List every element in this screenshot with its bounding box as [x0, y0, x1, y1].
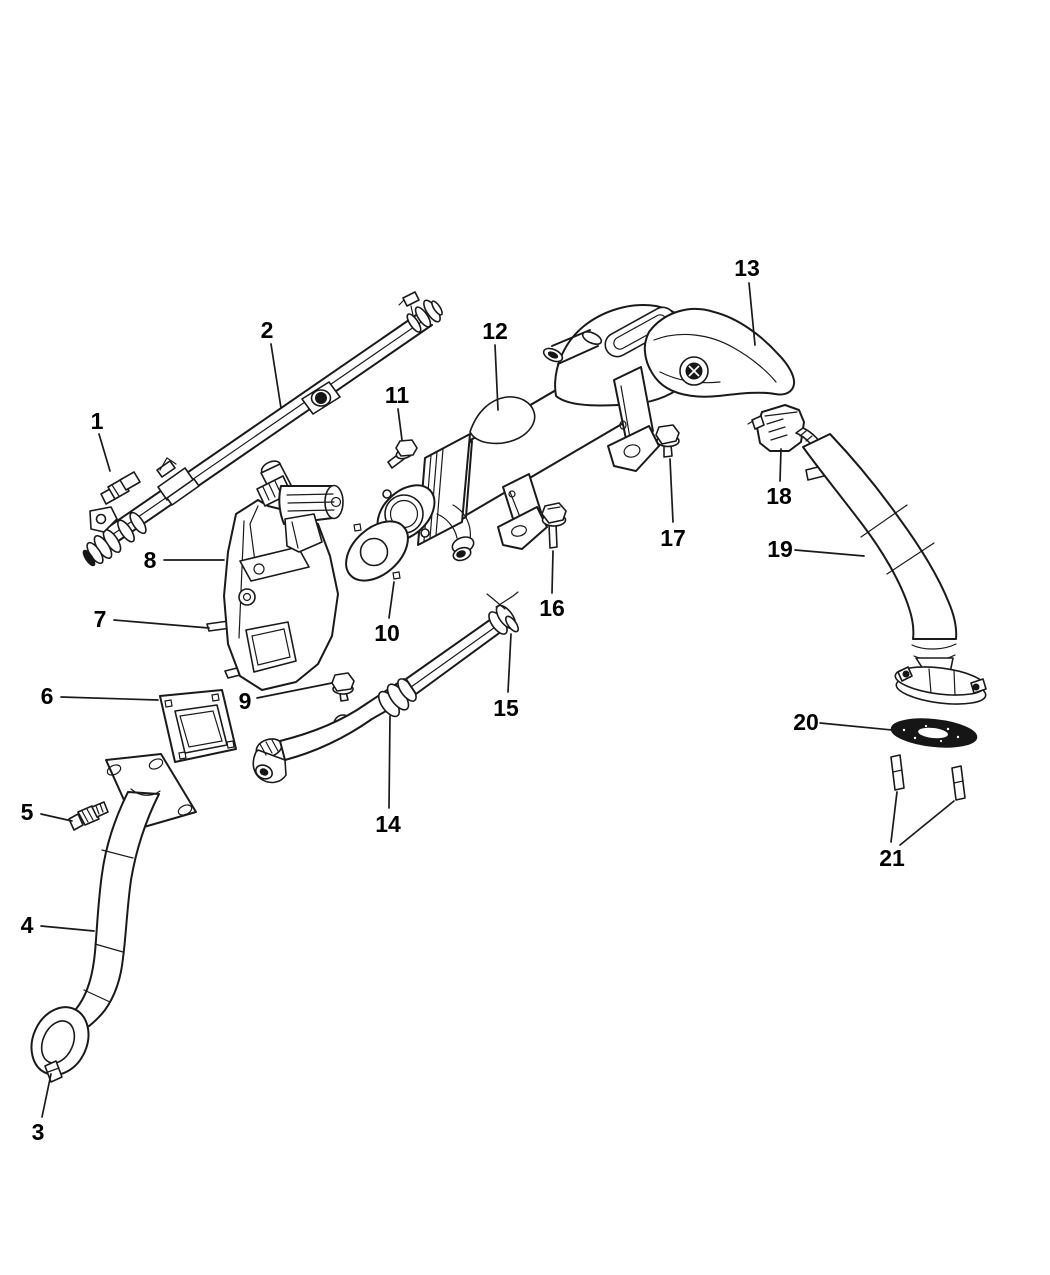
part-temp-sensor-lower [68, 801, 109, 831]
callout-14: 14 [375, 811, 401, 837]
callout-19: 19 [767, 536, 793, 562]
leader-line-6 [60, 696, 159, 701]
part-lower-tube-assembly [30, 753, 197, 1083]
leader-line-16 [551, 550, 554, 594]
part-bolt-17 [655, 424, 680, 458]
callout-6: 6 [41, 683, 54, 709]
callout-12: 12 [482, 318, 508, 344]
cooler-bracket-ear-right [607, 366, 660, 472]
part-studs [890, 754, 966, 801]
cooler-bracket-ear-left [497, 473, 548, 550]
leader-line-14 [388, 715, 391, 809]
callout-7: 7 [94, 606, 107, 632]
leader-line-7 [113, 619, 210, 629]
leader-line-5 [40, 813, 73, 822]
callout-2: 2 [261, 317, 274, 343]
callout-13: 13 [734, 255, 760, 281]
leader-line-12 [494, 344, 499, 411]
callout-8: 8 [144, 547, 157, 573]
callout-20: 20 [793, 709, 819, 735]
leader-line-21 [899, 800, 955, 846]
leader-line-4 [40, 925, 95, 932]
callout-3: 3 [32, 1119, 45, 1145]
part-bolt-11 [387, 439, 418, 469]
leader-line-19 [794, 549, 865, 557]
part-curved-exhaust-tube [802, 433, 987, 705]
callout-16: 16 [539, 595, 565, 621]
leader-line-2 [270, 343, 282, 409]
leader-line-15 [507, 633, 512, 693]
part-bolt-9 [331, 672, 355, 702]
callout-5: 5 [21, 799, 34, 825]
part-tube-flange-3 [30, 1006, 90, 1083]
leader-line-20 [819, 722, 893, 731]
part-coolant-hose-lower [252, 591, 520, 784]
callout-21: 21 [879, 845, 905, 871]
callout-10: 10 [374, 620, 400, 646]
part-coolant-tube-upper [82, 291, 443, 567]
leader-line-10 [388, 581, 395, 619]
callout-11: 11 [385, 382, 410, 408]
callout-1: 1 [91, 408, 104, 434]
leader-line-1 [98, 433, 111, 472]
part-temp-sensor-upper [100, 471, 141, 505]
leader-line-21 [890, 791, 898, 843]
part-heat-shield [643, 307, 796, 398]
leader-line-13 [748, 282, 756, 346]
leader-line-17 [669, 458, 674, 523]
part-spring-clamp [486, 591, 520, 635]
part-valve-gasket [345, 520, 409, 582]
part-bolt-16 [541, 502, 567, 549]
part-exhaust-gasket [890, 718, 978, 748]
part-square-gasket [159, 689, 237, 763]
callout-18: 18 [766, 483, 792, 509]
callout-15: 15 [493, 695, 519, 721]
callout-4: 4 [21, 912, 34, 938]
callout-17: 17 [660, 525, 686, 551]
part-egr-valve [206, 460, 344, 691]
leader-line-18 [779, 448, 782, 482]
callout-9: 9 [239, 688, 252, 714]
leader-line-9 [256, 682, 333, 699]
leader-line-11 [397, 408, 403, 441]
leader-line-3 [41, 1073, 52, 1118]
